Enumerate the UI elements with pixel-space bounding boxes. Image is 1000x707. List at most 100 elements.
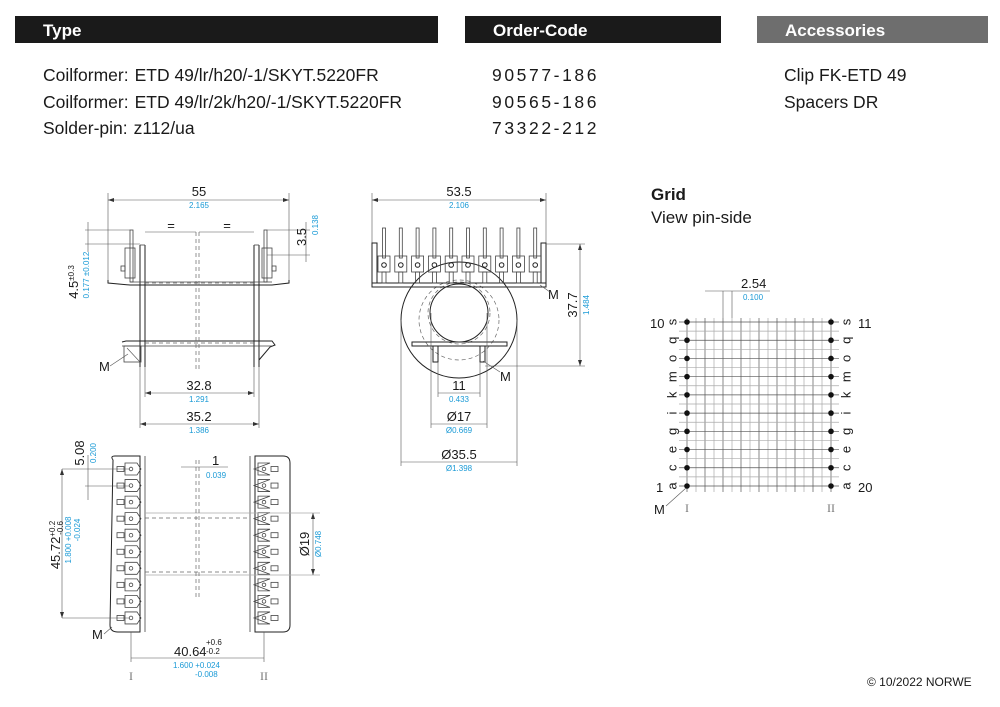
grid-row-letter: c	[665, 464, 680, 471]
grid-pitch-in: 0.100	[743, 293, 764, 302]
grid-pin-dot	[828, 355, 834, 362]
pin	[382, 227, 386, 259]
pin-tab	[124, 462, 142, 476]
pin-stub	[116, 499, 125, 506]
pin-tab	[252, 561, 271, 575]
pin-hole	[448, 262, 455, 268]
pin-hole	[128, 582, 134, 588]
grid-pin-dot	[684, 392, 690, 398]
pin-hole	[515, 262, 522, 268]
type-label: Solder-pin:	[43, 118, 128, 138]
type-label: Coilformer:	[43, 65, 129, 85]
pin-stub	[270, 598, 279, 605]
pin	[533, 227, 538, 259]
type-row: Coilformer:ETD 49/lr/h20/-1/SKYT.5220FR	[43, 62, 402, 89]
pin	[482, 227, 487, 259]
pin-leg	[482, 271, 488, 284]
pin-stub	[116, 565, 125, 572]
side-inner-mm: 32.8	[186, 378, 211, 393]
pin-leg	[516, 271, 521, 284]
pin-hole	[414, 262, 421, 268]
pin-hole	[261, 582, 267, 588]
grid-title: Grid	[651, 185, 686, 204]
bottom-span-in: 1.800 +0.008	[64, 516, 73, 563]
row-label-ii: II	[260, 669, 268, 683]
grid-row-letter: g	[839, 428, 854, 435]
bottom-row-tol-plus: +0.6	[206, 638, 222, 647]
grid-row-letter: m	[839, 371, 854, 382]
pin-stub	[270, 499, 279, 506]
front-flange-in: Ø1.398	[446, 464, 473, 473]
pin-tab	[124, 512, 142, 526]
bottom-dia-in: Ø0.748	[314, 530, 323, 557]
front-slot-mm: 11	[452, 378, 466, 393]
marker-m: M	[92, 627, 103, 642]
type-value: ETD 49/lr/h20/-1/SKYT.5220FR	[134, 65, 379, 85]
grid-row-letter: a	[839, 482, 854, 490]
type-value: z112/ua	[133, 118, 195, 138]
grid-pin-dot	[684, 464, 690, 471]
front-view-drawing: 53.5 2.106 37.7 1.484 M M 11 0	[371, 184, 591, 473]
pin-leg	[532, 271, 538, 284]
type-row: Solder-pin:z112/ua	[43, 115, 402, 142]
pin-hole	[261, 549, 267, 554]
grid-pin-dot	[684, 428, 690, 435]
bottom-span-value: 45.72	[48, 537, 63, 570]
pin-hole	[128, 599, 134, 604]
grid-pin-dot	[684, 355, 690, 362]
grid-row-letter: o	[839, 355, 854, 362]
pin-hole	[261, 533, 267, 538]
grid-row-letter: s	[839, 318, 854, 325]
pin-stub	[116, 515, 125, 522]
side-width-in: 2.165	[189, 201, 210, 210]
pin-stub	[116, 482, 125, 489]
grid-row-letter: c	[839, 464, 854, 471]
row-label-i: I	[129, 669, 133, 683]
order-code-header: Order-Code	[465, 16, 721, 43]
pin	[499, 227, 504, 259]
grid-pin-dot	[684, 319, 690, 325]
bottom-row-in-minus: -0.008	[195, 670, 218, 679]
pin-leg	[465, 271, 471, 284]
bottom-span-tol-minus: -0.6	[56, 520, 65, 534]
pin-hole	[261, 599, 267, 604]
grid-row-letter: e	[665, 446, 680, 453]
type-value: ETD 49/lr/2k/h20/-1/SKYT.5220FR	[134, 91, 403, 112]
side-pin-length-mm: 3.5	[294, 228, 309, 246]
grid-pin-dot	[828, 319, 834, 325]
order-code: 73322-212	[492, 118, 600, 138]
grid-pin-dot	[828, 428, 834, 435]
accessories-list: Clip FK-ETD 49 Spacers DR	[784, 62, 907, 115]
grid-row-letter: g	[665, 428, 680, 435]
front-height-in: 1.484	[582, 294, 591, 315]
side-outer-in: 1.386	[189, 426, 210, 435]
order-code-list: 90577-186 90565-186 73322-212	[492, 62, 599, 142]
row-label-i: I	[685, 501, 689, 515]
bottom-gap-mm: 1	[212, 453, 219, 468]
pin	[415, 227, 420, 259]
type-label: Coilformer:	[43, 91, 129, 112]
pin-hole	[261, 466, 267, 472]
equal-mark: =	[223, 218, 231, 233]
grid-pin-dot	[828, 373, 834, 380]
type-header: Type	[15, 16, 438, 43]
grid-pin-dot	[828, 446, 834, 453]
row-label-ii: II	[827, 501, 835, 515]
pin-leg	[431, 271, 437, 284]
pin-hole	[381, 262, 387, 268]
bottom-pitch-mm: 5.08	[72, 440, 87, 465]
grid-pin-dot	[684, 446, 690, 453]
pin-stub	[270, 548, 279, 555]
bottom-pitch-in: 0.200	[89, 442, 98, 463]
pin	[516, 227, 521, 259]
order-code: 90577-186	[492, 65, 600, 85]
marker-m: M	[99, 359, 110, 374]
grid-pin-1: 1	[656, 480, 663, 495]
pin-tab	[124, 578, 142, 592]
marker-m: M	[548, 287, 559, 302]
pin-stub	[116, 581, 125, 588]
front-pin-row	[377, 227, 542, 284]
pin-tab	[124, 611, 142, 625]
